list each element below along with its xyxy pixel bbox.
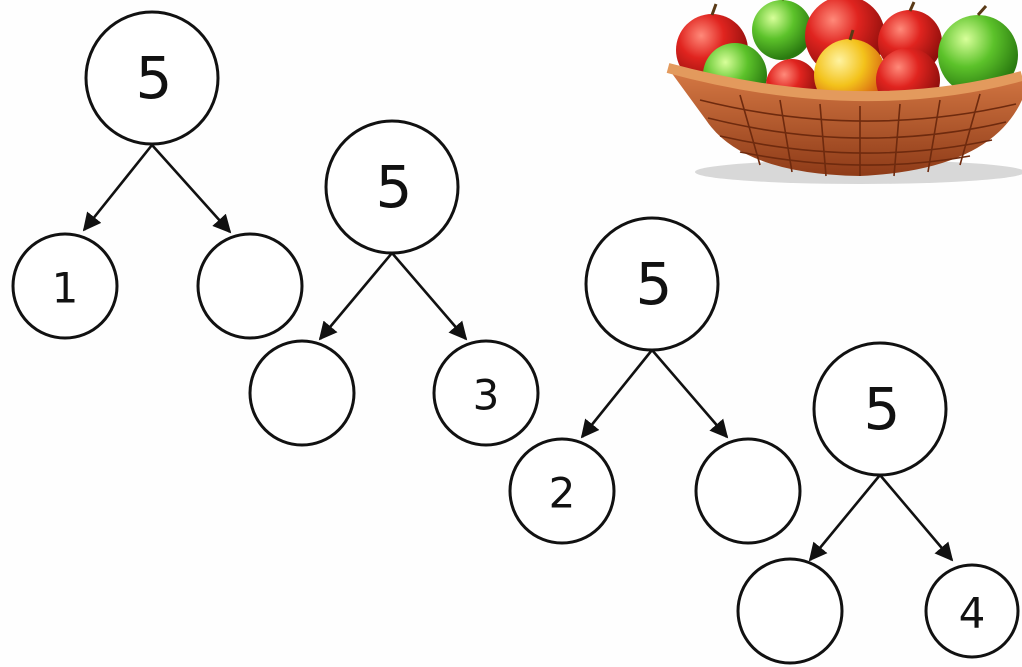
arrow-left (808, 474, 882, 562)
arrow-right (391, 252, 468, 341)
part-right-circle[interactable] (924, 563, 1020, 659)
apple-stems (710, 0, 988, 41)
part-left-value: 1 (52, 264, 79, 313)
arrow-right (651, 349, 729, 439)
arrow-right (151, 144, 232, 234)
arrow-left (82, 144, 154, 232)
whole-value: 5 (376, 153, 413, 221)
arrow-left (318, 252, 393, 341)
whole-circle (812, 341, 948, 477)
whole-value: 5 (636, 250, 673, 318)
basket-rim (666, 63, 1022, 102)
part-right-circle[interactable] (432, 339, 540, 447)
part-left-value: 2 (549, 469, 576, 518)
part-left-circle[interactable] (508, 437, 616, 545)
part-right-value: 4 (959, 589, 986, 638)
whole-circle (584, 216, 720, 352)
number-bond-4: 5 4 (736, 341, 1020, 665)
arrow-right (879, 474, 954, 562)
basket-weave (699, 93, 1017, 177)
number-bond-3: 5 2 (508, 216, 802, 545)
whole-circle (324, 119, 460, 255)
whole-value: 5 (864, 375, 901, 443)
part-right-value: 3 (473, 371, 500, 420)
apple-basket-icon (666, 0, 1022, 184)
part-right-circle[interactable] (694, 437, 802, 545)
arrow-left (580, 349, 654, 439)
whole-value: 5 (136, 44, 173, 112)
part-left-circle[interactable] (736, 557, 844, 665)
part-left-circle[interactable] (248, 339, 356, 447)
part-left-circle[interactable] (11, 232, 119, 340)
number-bond-2: 5 3 (248, 119, 540, 447)
whole-circle (84, 10, 220, 146)
number-bond-1: 5 1 (11, 10, 304, 340)
apple-green (938, 15, 1018, 95)
part-right-circle[interactable] (196, 232, 304, 340)
apple-green (752, 0, 812, 60)
